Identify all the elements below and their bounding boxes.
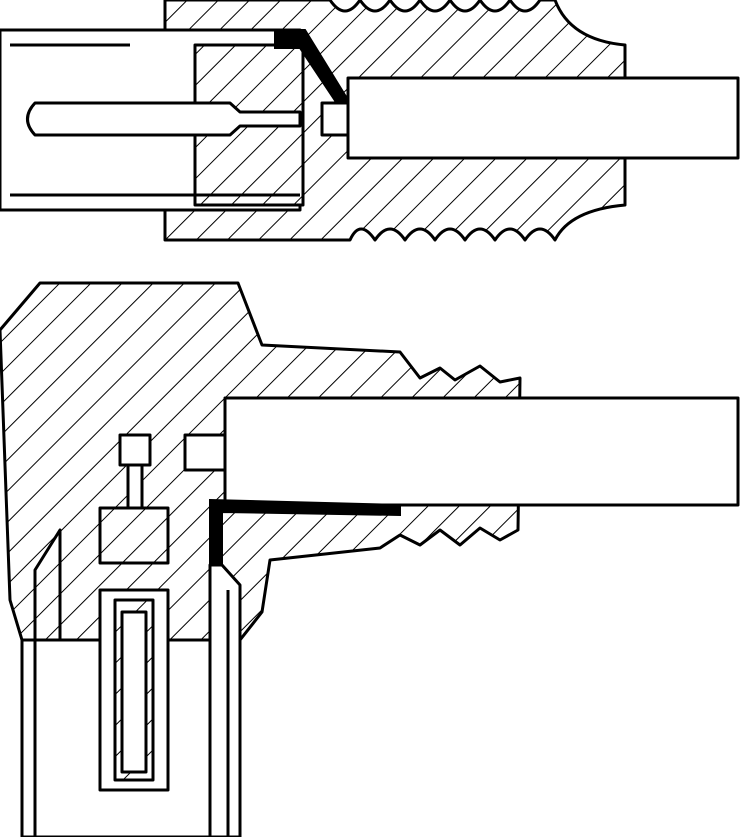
inner-pin-socket [120,610,148,774]
contact-post [126,463,144,512]
straight-connector [0,0,740,242]
outer-tube-wall [33,528,62,837]
cable [346,76,740,160]
insulator-block [98,506,170,565]
cable [223,396,740,507]
outer-tube [20,563,242,837]
contact-pin [26,101,302,137]
center-conductor [320,101,350,137]
contact-cap [118,433,152,467]
right-angle-connector [0,281,740,837]
center-conductor [183,433,227,472]
